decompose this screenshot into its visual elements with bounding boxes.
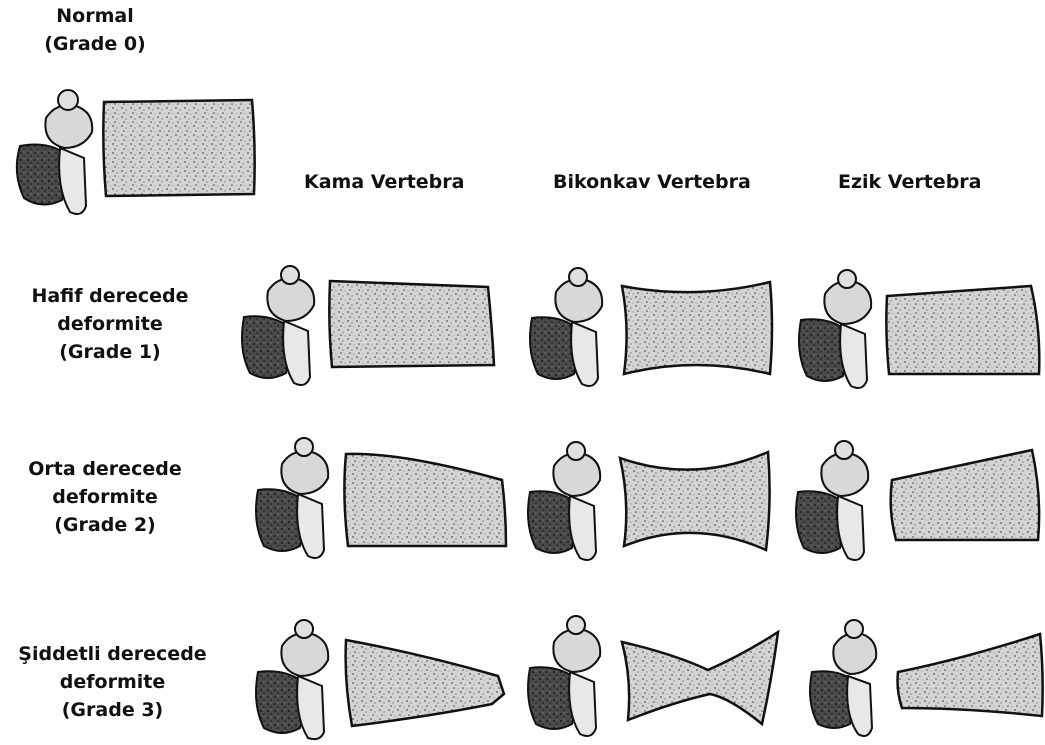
vertebra-wedge-grade2-image: [252, 436, 514, 564]
column-header-crush: Ezik Vertebra: [838, 171, 981, 193]
row-label-grade3-line1: Şiddetli derecede: [0, 640, 225, 668]
row-label-grade1-line3: (Grade 1): [0, 338, 220, 366]
vertebral-body: [103, 100, 254, 196]
row-label-grade2-line1: Orta derecede: [0, 455, 210, 483]
row-label-grade1-line1: Hafif derecede: [0, 282, 220, 310]
row-label-grade2: Orta derecede deformite (Grade 2): [0, 455, 210, 539]
vertebra-biconcave-grade1-image: [526, 268, 776, 393]
column-header-wedge: Kama Vertebra: [304, 171, 464, 193]
posterior-elements: [17, 90, 92, 214]
vertebral-body: [622, 632, 778, 724]
vertebra-wedge-grade3-image: [252, 618, 514, 744]
normal-label-line2: (Grade 0): [10, 30, 180, 58]
vertebra-crush-grade1-image: [795, 270, 1045, 395]
row-label-grade1: Hafif derecede deformite (Grade 1): [0, 282, 220, 366]
vertebral-body: [622, 282, 772, 374]
vertebral-body: [346, 640, 504, 726]
vertebra-crush-grade3-image: [806, 618, 1045, 742]
vertebral-body: [891, 450, 1039, 540]
vertebra-wedge-grade1-image: [238, 265, 500, 390]
column-header-biconcave: Bikonkav Vertebra: [553, 171, 751, 193]
vertebral-body: [886, 286, 1039, 374]
row-label-grade3-line2: deformite: [0, 668, 225, 696]
vertebral-body: [898, 634, 1043, 716]
vertebra-biconcave-grade3-image: [524, 614, 782, 742]
row-label-grade2-line3: (Grade 2): [0, 511, 210, 539]
row-label-grade2-line2: deformite: [0, 483, 210, 511]
row-label-grade1-line2: deformite: [0, 310, 220, 338]
normal-label-line1: Normal: [10, 2, 180, 30]
vertebral-body: [344, 454, 506, 546]
vertebra-crush-grade2-image: [792, 440, 1045, 565]
row-label-grade3-line3: (Grade 3): [0, 696, 225, 724]
normal-label: Normal (Grade 0): [10, 2, 180, 58]
row-label-grade3: Şiddetli derecede deformite (Grade 3): [0, 640, 225, 724]
vertebra-biconcave-grade2-image: [524, 442, 774, 567]
vertebra-normal-image: [12, 88, 262, 220]
vertebral-body: [620, 452, 770, 550]
vertebral-body: [329, 281, 494, 367]
